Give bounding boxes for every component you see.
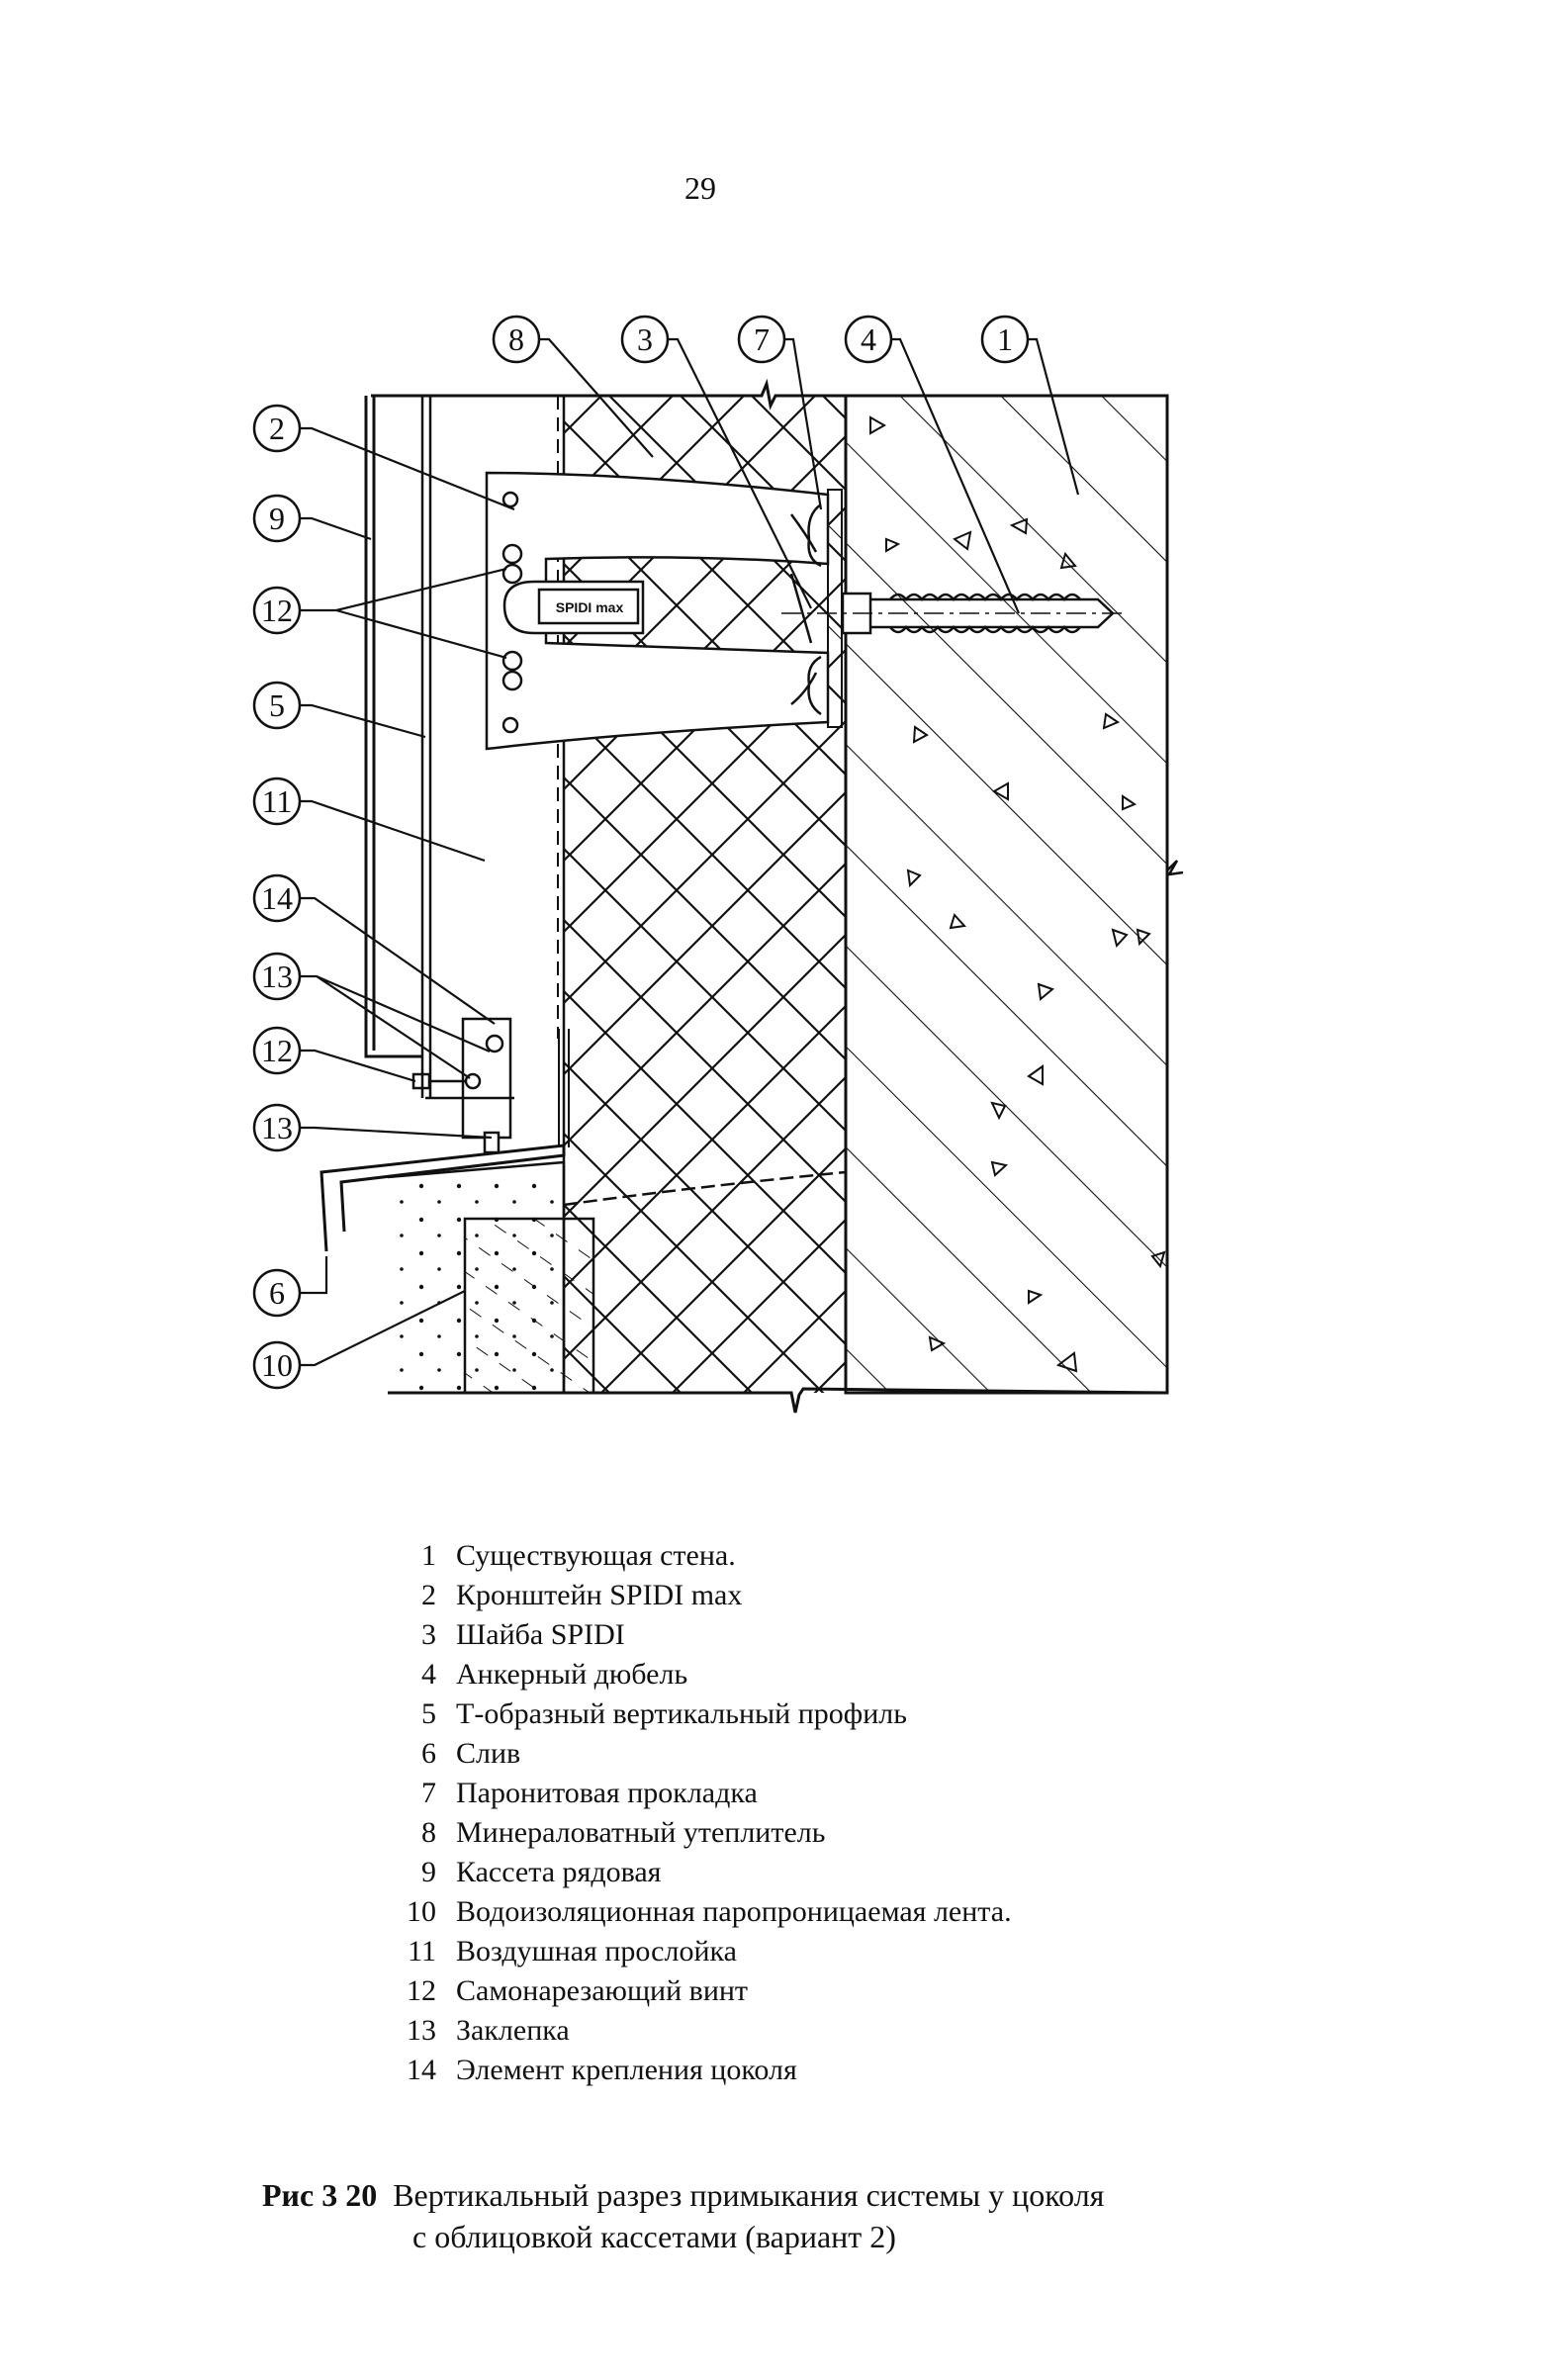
legend-text: Шайба SPIDI	[456, 1618, 625, 1651]
waterproof-vapor-permeable-tape	[463, 1217, 595, 1395]
legend-item: 11 Воздушная прослойка	[391, 1932, 1202, 1971]
legend: 1 Существующая стена. 2 Кронштейн SPIDI ma…	[391, 1536, 1202, 2090]
svg-text:9: 9	[269, 501, 285, 536]
legend-text: Воздушная прослойка	[456, 1935, 737, 1968]
svg-text:13: 13	[261, 1110, 293, 1145]
spidi-washer	[789, 503, 822, 716]
legend-number: 3	[421, 1618, 436, 1651]
legend-text: Самонарезающий винт	[456, 1974, 749, 2007]
figure-label: Рис 3 20	[262, 2177, 378, 2213]
legend-item: 13 Заклепка	[391, 2011, 1202, 2051]
legend-text: Водоизоляционная паропроницаемая лента.	[456, 1895, 1012, 1928]
legend-item: 3 Шайба SPIDI	[391, 1615, 1202, 1655]
svg-text:1: 1	[997, 321, 1013, 357]
paronite-gasket	[827, 489, 843, 728]
legend-item: 2 Кронштейн SPIDI max	[391, 1576, 1202, 1615]
legend-item: 5 Т-образный вертикальный профиль	[391, 1694, 1202, 1734]
callout-10: 10	[252, 1340, 302, 1390]
callout-8: 8	[492, 315, 541, 364]
legend-number: 10	[407, 1895, 436, 1928]
legend-number: 11	[408, 1935, 436, 1968]
rivet	[483, 1131, 501, 1154]
svg-text:3: 3	[637, 321, 653, 357]
legend-text: Элемент крепления цоколя	[456, 2054, 797, 2086]
legend-number: 9	[421, 1856, 436, 1888]
callout-6: 6	[252, 1268, 302, 1318]
page-number: 29	[684, 170, 716, 206]
drip-flashing	[319, 1144, 566, 1252]
anchor-dowel	[781, 592, 1128, 635]
legend-item: 12 Самонарезающий винт	[391, 1971, 1202, 2011]
svg-text:11: 11	[262, 783, 293, 819]
bracket-label: SPIDI max	[556, 599, 624, 615]
callout-1: 1	[980, 315, 1030, 364]
existing-wall	[844, 394, 1169, 1395]
callout-12-upper: 12	[252, 586, 302, 635]
legend-text: Паронитовая прокладка	[456, 1777, 758, 1809]
legend-item: 9 Кассета рядовая	[391, 1853, 1202, 1892]
svg-text:5: 5	[269, 687, 285, 723]
legend-text: Т-образный вертикальный профиль	[456, 1697, 907, 1730]
callout-9: 9	[252, 494, 302, 543]
legend-item: 6 Слив	[391, 1734, 1202, 1774]
callout-5: 5	[252, 681, 302, 730]
spidi-max-bracket	[485, 471, 830, 751]
legend-number: 1	[421, 1539, 436, 1572]
facade-cassette	[364, 396, 421, 1058]
callout-12-lower: 12	[252, 1026, 302, 1075]
self-tapping-screws	[501, 543, 523, 691]
caption-line-1: Вертикальный разрез примыкания системы у…	[393, 2177, 1105, 2213]
legend-number: 12	[407, 1974, 436, 2007]
figure-caption: Рис 3 20 Вертикальный разрез примыкания …	[262, 2174, 1104, 2257]
legend-number: 13	[407, 2014, 436, 2047]
section-diagram: SPIDI max	[252, 315, 1184, 1414]
legend-text: Заклепка	[456, 2014, 570, 2047]
legend-number: 14	[407, 2054, 436, 2086]
legend-text: Анкерный дюбель	[456, 1658, 688, 1691]
svg-text:13: 13	[261, 959, 293, 994]
legend-item: 7 Паронитовая прокладка	[391, 1774, 1202, 1813]
legend-text: Кронштейн SPIDI max	[456, 1579, 743, 1611]
legend-number: 4	[421, 1658, 436, 1691]
svg-text:2: 2	[269, 411, 285, 446]
callout-14: 14	[252, 873, 302, 923]
legend-item: 8 Минераловатный утеплитель	[391, 1813, 1202, 1853]
callout-13-lower: 13	[252, 1103, 302, 1152]
callout-2: 2	[252, 404, 302, 453]
callout-11: 11	[252, 777, 302, 826]
t-vertical-profile	[420, 396, 432, 1098]
callout-13-upper: 13	[252, 952, 302, 1001]
svg-text:12: 12	[261, 1033, 293, 1068]
svg-text:8: 8	[508, 321, 524, 357]
legend-number: 2	[421, 1579, 436, 1611]
legend-text: Минераловатный утеплитель	[456, 1816, 826, 1849]
legend-number: 6	[421, 1737, 436, 1770]
svg-text:4: 4	[861, 321, 876, 357]
legend-number: 5	[421, 1697, 436, 1730]
svg-text:14: 14	[261, 880, 293, 916]
legend-text: Существующая стена.	[456, 1539, 736, 1572]
svg-text:7: 7	[754, 321, 770, 357]
legend-item: 1 Существующая стена.	[391, 1536, 1202, 1576]
legend-item: 14 Элемент крепления цоколя	[391, 2051, 1202, 2090]
svg-text:6: 6	[269, 1275, 285, 1311]
callout-4: 4	[844, 315, 893, 364]
callout-3: 3	[620, 315, 670, 364]
svg-text:12: 12	[261, 593, 293, 628]
plinth-fastening-element	[411, 1017, 514, 1140]
legend-item: 4 Анкерный дюбель	[391, 1655, 1202, 1694]
caption-line-2: с облицовкой кассетами (вариант 2)	[412, 2219, 896, 2254]
legend-number: 8	[421, 1816, 436, 1849]
legend-item: 10 Водоизоляционная паропроницаемая лента…	[391, 1892, 1202, 1932]
legend-number: 7	[421, 1777, 436, 1809]
legend-text: Кассета рядовая	[456, 1856, 662, 1888]
callout-7: 7	[737, 315, 786, 364]
svg-text:10: 10	[261, 1347, 293, 1383]
legend-text: Слив	[456, 1737, 521, 1770]
